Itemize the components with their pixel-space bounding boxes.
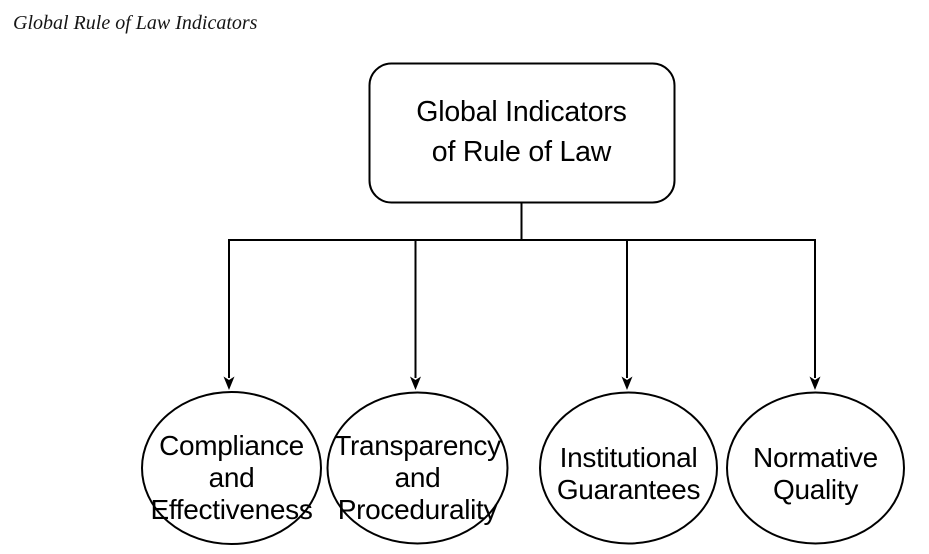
child-node-label-line2: and — [395, 462, 441, 493]
child-node-normative-quality: Normative Quality — [726, 391, 905, 545]
child-node-label-line2: Guarantees — [557, 474, 700, 505]
arrowhead-icon — [223, 376, 235, 390]
child-node-ellipse — [141, 391, 322, 545]
child-node-institutional-guarantees: Institutional Guarantees — [539, 391, 718, 545]
child-node-transparency-procedurality: Transparency and Procedurality — [326, 391, 509, 545]
child-node-label-line2: Quality — [773, 474, 858, 505]
root-node-label-line1: Global Indicators — [416, 96, 626, 128]
arrowhead-icon — [410, 376, 421, 390]
child-node-label-line3: Procedurality — [338, 494, 498, 525]
connector-lines — [223, 202, 821, 390]
root-node-box — [368, 62, 676, 204]
child-node-ellipse — [326, 391, 509, 545]
child-node-ellipse — [726, 391, 905, 545]
child-node-label-line3: Effectiveness — [150, 494, 312, 525]
child-node-compliance-effectiveness: Compliance and Effectiveness — [141, 391, 322, 545]
child-node-label-line1: Normative — [753, 442, 878, 473]
root-node-label-line2: of Rule of Law — [432, 136, 612, 168]
arrowhead-icon — [809, 376, 821, 390]
child-node-label-line1: Institutional — [560, 442, 698, 473]
root-node-global-indicators: Global Indicators of Rule of Law — [368, 62, 676, 204]
child-node-label-line1: Compliance — [159, 430, 304, 461]
child-node-label-line2: and — [209, 462, 255, 493]
child-node-ellipse — [539, 391, 718, 545]
figure-caption: Global Rule of Law Indicators — [13, 12, 258, 34]
child-node-label-line1: Transparency — [334, 430, 501, 461]
arrowhead-icon — [621, 376, 633, 390]
